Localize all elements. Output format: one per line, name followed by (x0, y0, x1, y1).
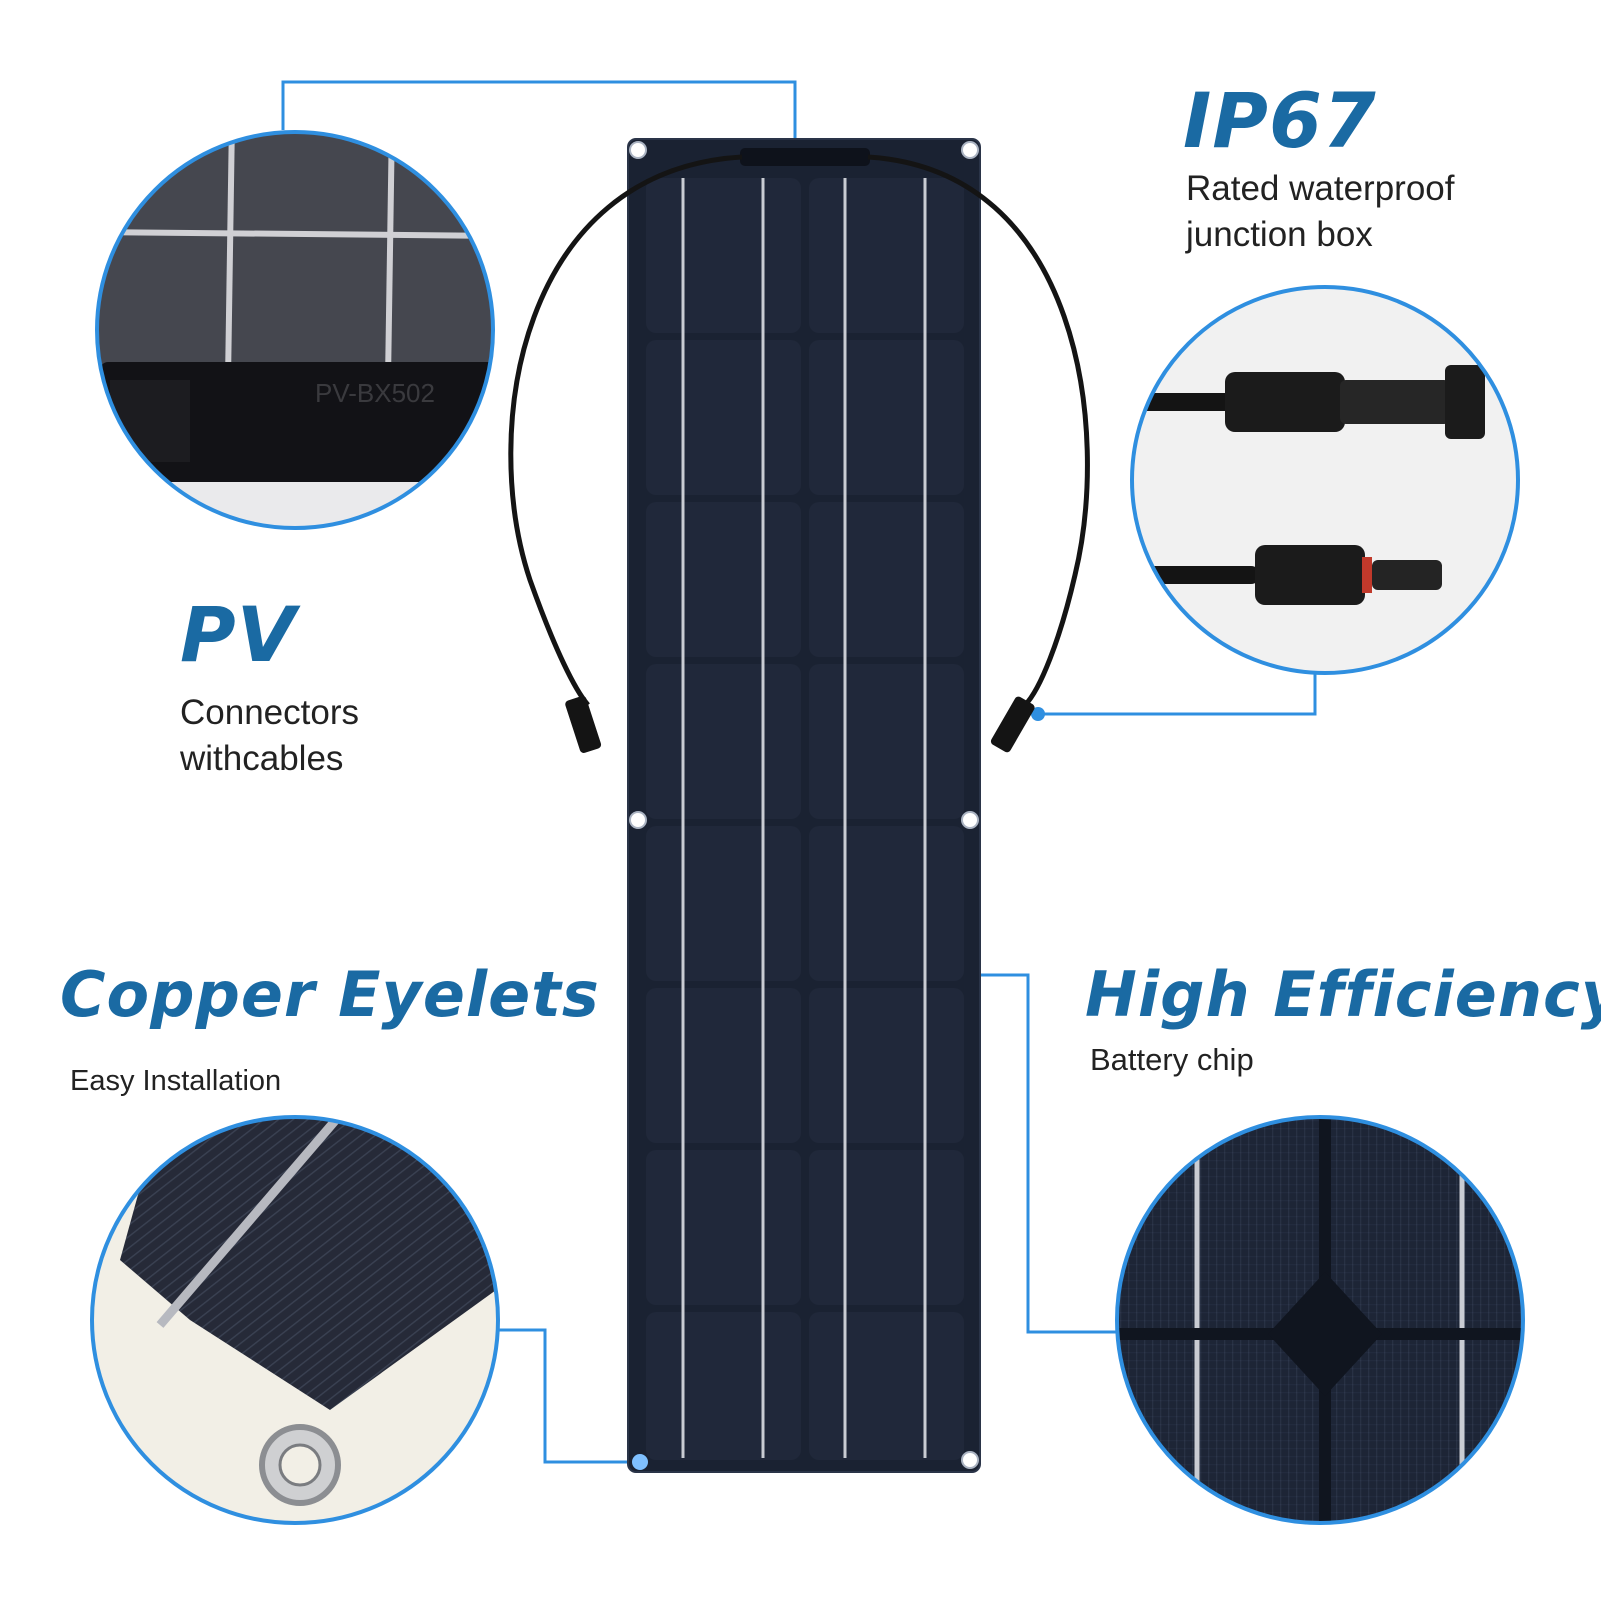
ip67-description: Rated waterproof junction box (1186, 166, 1454, 257)
pv-description-line-1: Connectors (180, 693, 359, 732)
ip67-title: IP67 (1183, 76, 1377, 165)
high-efficiency-description: Battery chip (1090, 1040, 1254, 1080)
panel-cables (508, 154, 1090, 707)
zoom-eyelet-image (90, 1115, 500, 1525)
junction-box-label: PV-BX502 (315, 378, 435, 408)
pv-description-line-2: withcables (180, 738, 344, 778)
pv-title: PV (180, 590, 297, 679)
zoom-cell-image (1115, 1115, 1525, 1525)
pv-description: Connectors withcables (180, 690, 359, 781)
cable-connectors (565, 695, 1035, 753)
callout-line-eyelets (485, 1328, 640, 1464)
copper-eyelets-description-line-1: Easy Installation (70, 1065, 282, 1097)
zoom-junction-box-image: PV-BX502 (95, 130, 495, 530)
copper-eyelets-title: Copper Eyelets (60, 958, 600, 1031)
high-efficiency-description-line-1: Battery chip (1090, 1042, 1254, 1077)
zoom-connectors-image (1130, 285, 1520, 675)
ip67-description-line-1: Rated waterproof (1186, 169, 1455, 208)
panel-eyelets (629, 141, 979, 1469)
copper-eyelets-description: Easy Installation (70, 1063, 281, 1101)
high-efficiency-title: High Efficiency (1085, 958, 1601, 1031)
solar-panel (508, 138, 1090, 1473)
ip67-description-line-2: junction box (1186, 214, 1373, 254)
callout-line-junction-box (281, 80, 797, 148)
panel-busbars (681, 178, 927, 1458)
